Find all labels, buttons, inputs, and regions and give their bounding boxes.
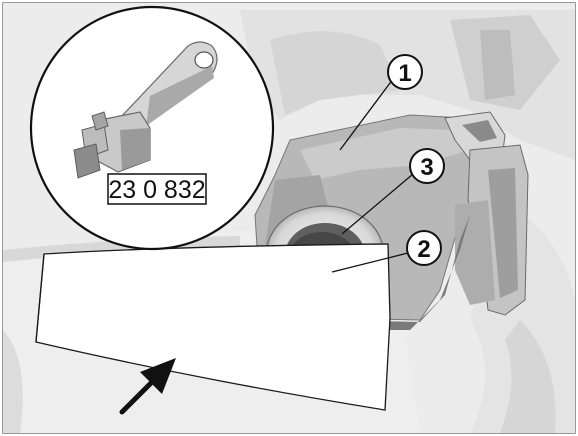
callout-3: 3 — [409, 148, 445, 184]
callout-circle — [409, 148, 445, 184]
tool-number-box — [107, 173, 207, 205]
special-tool-drawing — [73, 41, 218, 179]
arrow-up-right-icon — [119, 358, 176, 415]
tool-inset: 23 0 832 — [29, 5, 275, 251]
tool-number-label: 23 0 832 — [108, 176, 205, 204]
callout-circle — [387, 54, 423, 90]
callout-number: 3 — [420, 154, 433, 181]
callout-number: 1 — [398, 60, 411, 87]
callout-1: 1 — [387, 54, 423, 90]
callout-number: 2 — [417, 236, 430, 263]
callout-leaders — [331, 78, 414, 273]
callout-2: 2 — [406, 230, 442, 266]
inset-circle — [29, 5, 275, 251]
callout-circle — [406, 230, 442, 266]
